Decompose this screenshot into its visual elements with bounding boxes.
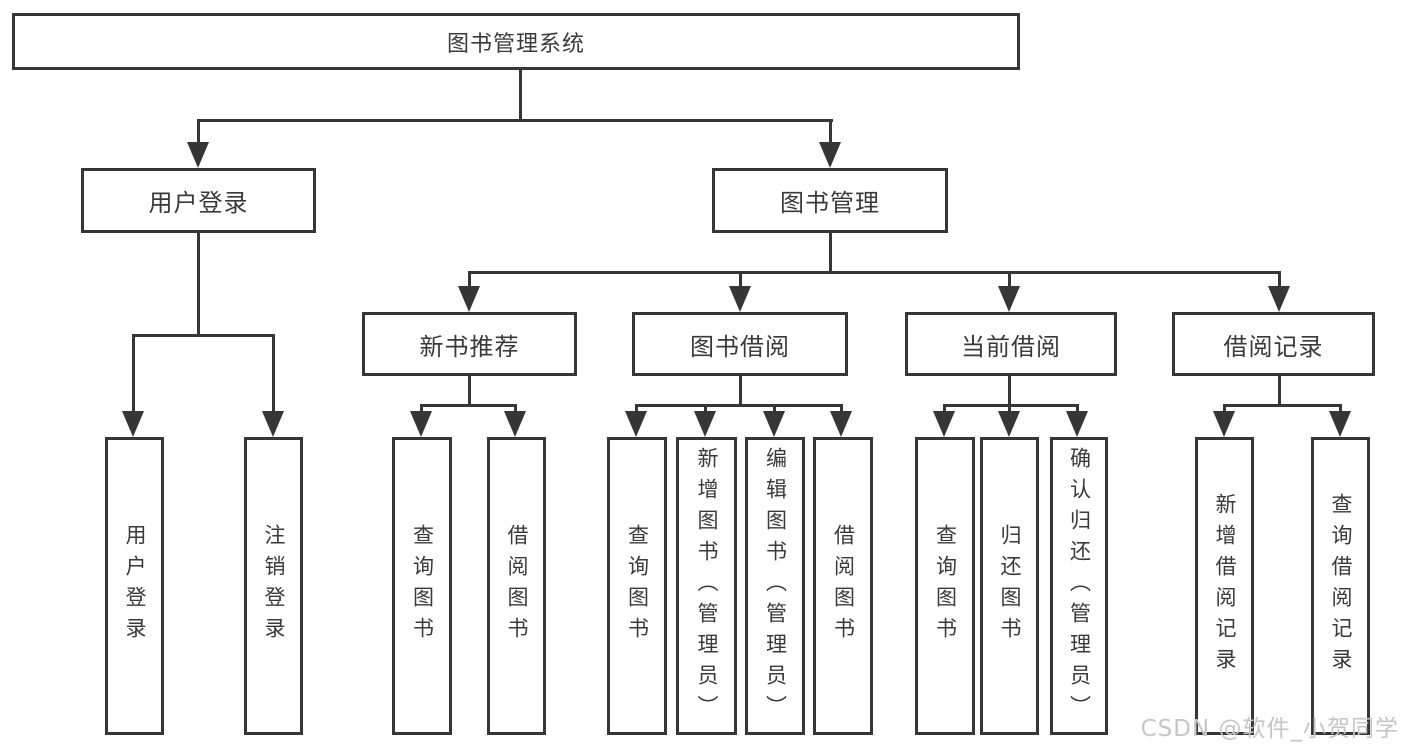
leaf-logout: 注销登录: [244, 437, 303, 735]
arrowhead-icon: [122, 411, 144, 437]
connector-line: [840, 404, 843, 413]
arrowhead-icon: [1329, 411, 1351, 437]
arrowhead-icon: [504, 411, 526, 437]
node-book-borrowing: 图书借阅: [632, 312, 848, 376]
connector-line: [1223, 404, 1342, 407]
leaf-query-borrow-record: 查询借阅记录: [1311, 437, 1370, 735]
arrowhead-icon: [625, 411, 647, 437]
connector-line: [272, 334, 275, 412]
node-user-login: 用户登录: [81, 168, 316, 233]
connector-line: [514, 404, 517, 413]
connector-line: [1339, 404, 1342, 413]
leaf-query-books-recommend: 查询图书: [392, 437, 452, 735]
connector-line: [1278, 376, 1281, 407]
leaf-add-book-admin: 新增图书（管理员）: [676, 437, 737, 735]
connector-line: [197, 119, 200, 145]
connector-line: [468, 271, 1281, 274]
connector-line: [197, 119, 833, 122]
leaf-return-books: 归还图书: [980, 437, 1039, 735]
connector-line: [1008, 376, 1011, 407]
leaf-borrow-books-recommend: 借阅图书: [487, 437, 546, 735]
leaf-edit-book-admin: 编辑图书（管理员）: [745, 437, 805, 735]
leaf-query-books-borrowing: 查询图书: [607, 437, 667, 735]
connector-line: [132, 334, 135, 412]
connector-line: [635, 404, 638, 413]
connector-line: [1223, 404, 1226, 413]
connector-line: [468, 376, 471, 407]
arrowhead-icon: [1066, 411, 1088, 437]
arrowhead-icon: [998, 286, 1020, 312]
connector-line: [468, 271, 471, 288]
connector-line: [773, 404, 776, 413]
connector-line: [704, 404, 707, 413]
leaf-query-books-current: 查询图书: [915, 437, 975, 735]
leaf-add-borrow-record: 新增借阅记录: [1195, 437, 1254, 735]
arrowhead-icon: [998, 411, 1020, 437]
connector-line: [829, 233, 832, 274]
connector-line: [132, 334, 275, 337]
arrowhead-icon: [262, 411, 284, 437]
connector-line: [739, 271, 742, 288]
connector-line: [1278, 271, 1281, 288]
leaf-borrow-books: 借阅图书: [813, 437, 873, 735]
arrowhead-icon: [819, 142, 841, 168]
connector-line: [519, 70, 522, 122]
node-new-book-recommendation: 新书推荐: [362, 312, 577, 376]
arrowhead-icon: [1213, 411, 1235, 437]
arrowhead-icon: [1268, 286, 1290, 312]
arrowhead-icon: [458, 286, 480, 312]
connector-line: [1008, 404, 1011, 413]
arrowhead-icon: [830, 411, 852, 437]
arrowhead-icon: [729, 286, 751, 312]
connector-line: [829, 119, 832, 145]
connector-line: [1076, 404, 1079, 413]
connector-line: [739, 376, 742, 407]
connector-line: [635, 404, 843, 407]
arrowhead-icon: [933, 411, 955, 437]
leaf-confirm-return-admin: 确认归还（管理员）: [1050, 437, 1108, 735]
arrowhead-icon: [763, 411, 785, 437]
connector-line: [197, 233, 200, 337]
node-library-management-system: 图书管理系统: [12, 13, 1020, 70]
connector-line: [943, 404, 1079, 407]
node-borrowing-records: 借阅记录: [1172, 312, 1375, 376]
node-current-borrowing: 当前借阅: [905, 312, 1117, 376]
connector-line: [420, 404, 517, 407]
leaf-user-login: 用户登录: [105, 437, 164, 735]
arrowhead-icon: [694, 411, 716, 437]
connector-line: [943, 404, 946, 413]
arrowhead-icon: [410, 411, 432, 437]
node-book-management: 图书管理: [712, 168, 948, 233]
connector-line: [420, 404, 423, 413]
connector-line: [1008, 271, 1011, 288]
arrowhead-icon: [187, 142, 209, 168]
